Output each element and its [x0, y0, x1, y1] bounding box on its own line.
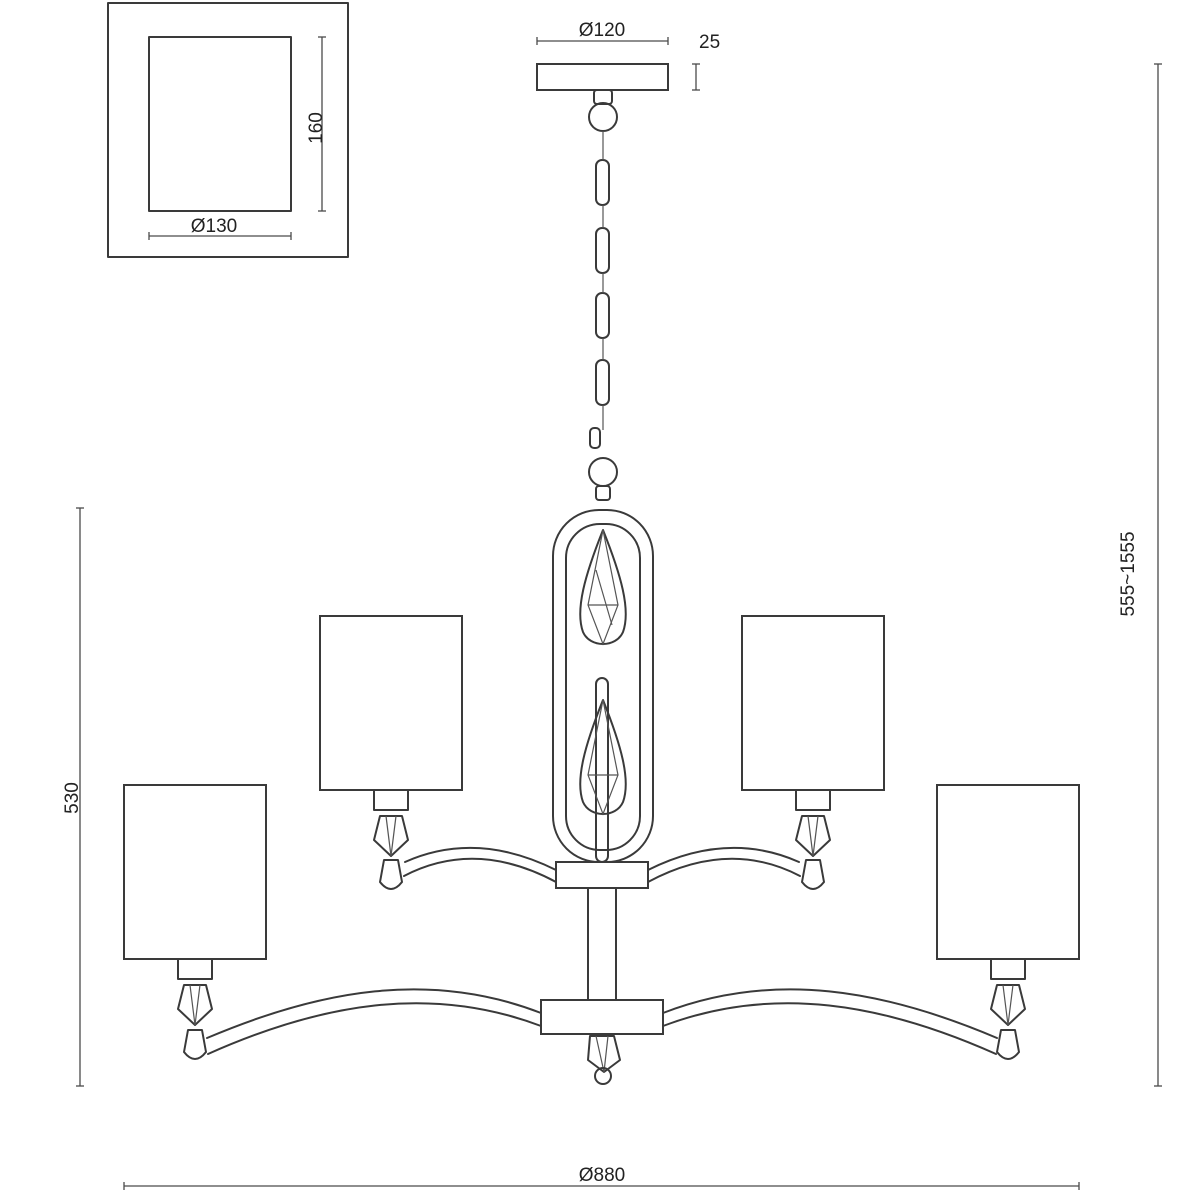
shade-detail-inset: 160 Ø130 — [107, 2, 349, 258]
crystal-drop-upper — [579, 529, 627, 646]
inset-frame — [107, 2, 349, 258]
overall-diameter-label: Ø880 — [579, 1165, 625, 1186]
inset-height-dimension — [318, 36, 326, 212]
inset-shade — [148, 36, 292, 212]
suspension-chain — [588, 89, 618, 501]
canopy-height-label: 25 — [699, 32, 720, 53]
hanging-height-dimension — [1154, 63, 1162, 1087]
hanging-height-label: 555~1555 — [1118, 531, 1139, 616]
inset-diameter-dimension — [148, 232, 292, 240]
lamp-upper-left — [319, 615, 463, 890]
upper-arm-right — [647, 846, 801, 883]
upper-hub — [555, 861, 649, 889]
overall-diameter-dimension — [123, 1182, 1080, 1190]
lower-hub — [540, 999, 664, 1035]
central-loop-frame — [552, 509, 654, 863]
lamp-upper-right — [741, 615, 885, 890]
bottom-crystal-finial — [587, 1035, 621, 1085]
lower-arm-left — [206, 988, 542, 1055]
lower-arm-right — [662, 988, 998, 1055]
inset-diameter-label: Ø130 — [191, 216, 237, 237]
upper-arm-left — [403, 846, 557, 883]
ceiling-canopy — [536, 37, 700, 91]
canopy-diameter-label: Ø120 — [579, 20, 625, 41]
lamp-lower-left — [123, 784, 267, 1060]
body-height-dimension — [76, 507, 84, 1087]
crystal-drop-lower — [579, 699, 627, 816]
body-height-label: 530 — [62, 782, 83, 814]
inset-height-label: 160 — [306, 112, 327, 144]
lamp-lower-right — [936, 784, 1080, 1060]
lower-stem — [587, 887, 617, 1001]
